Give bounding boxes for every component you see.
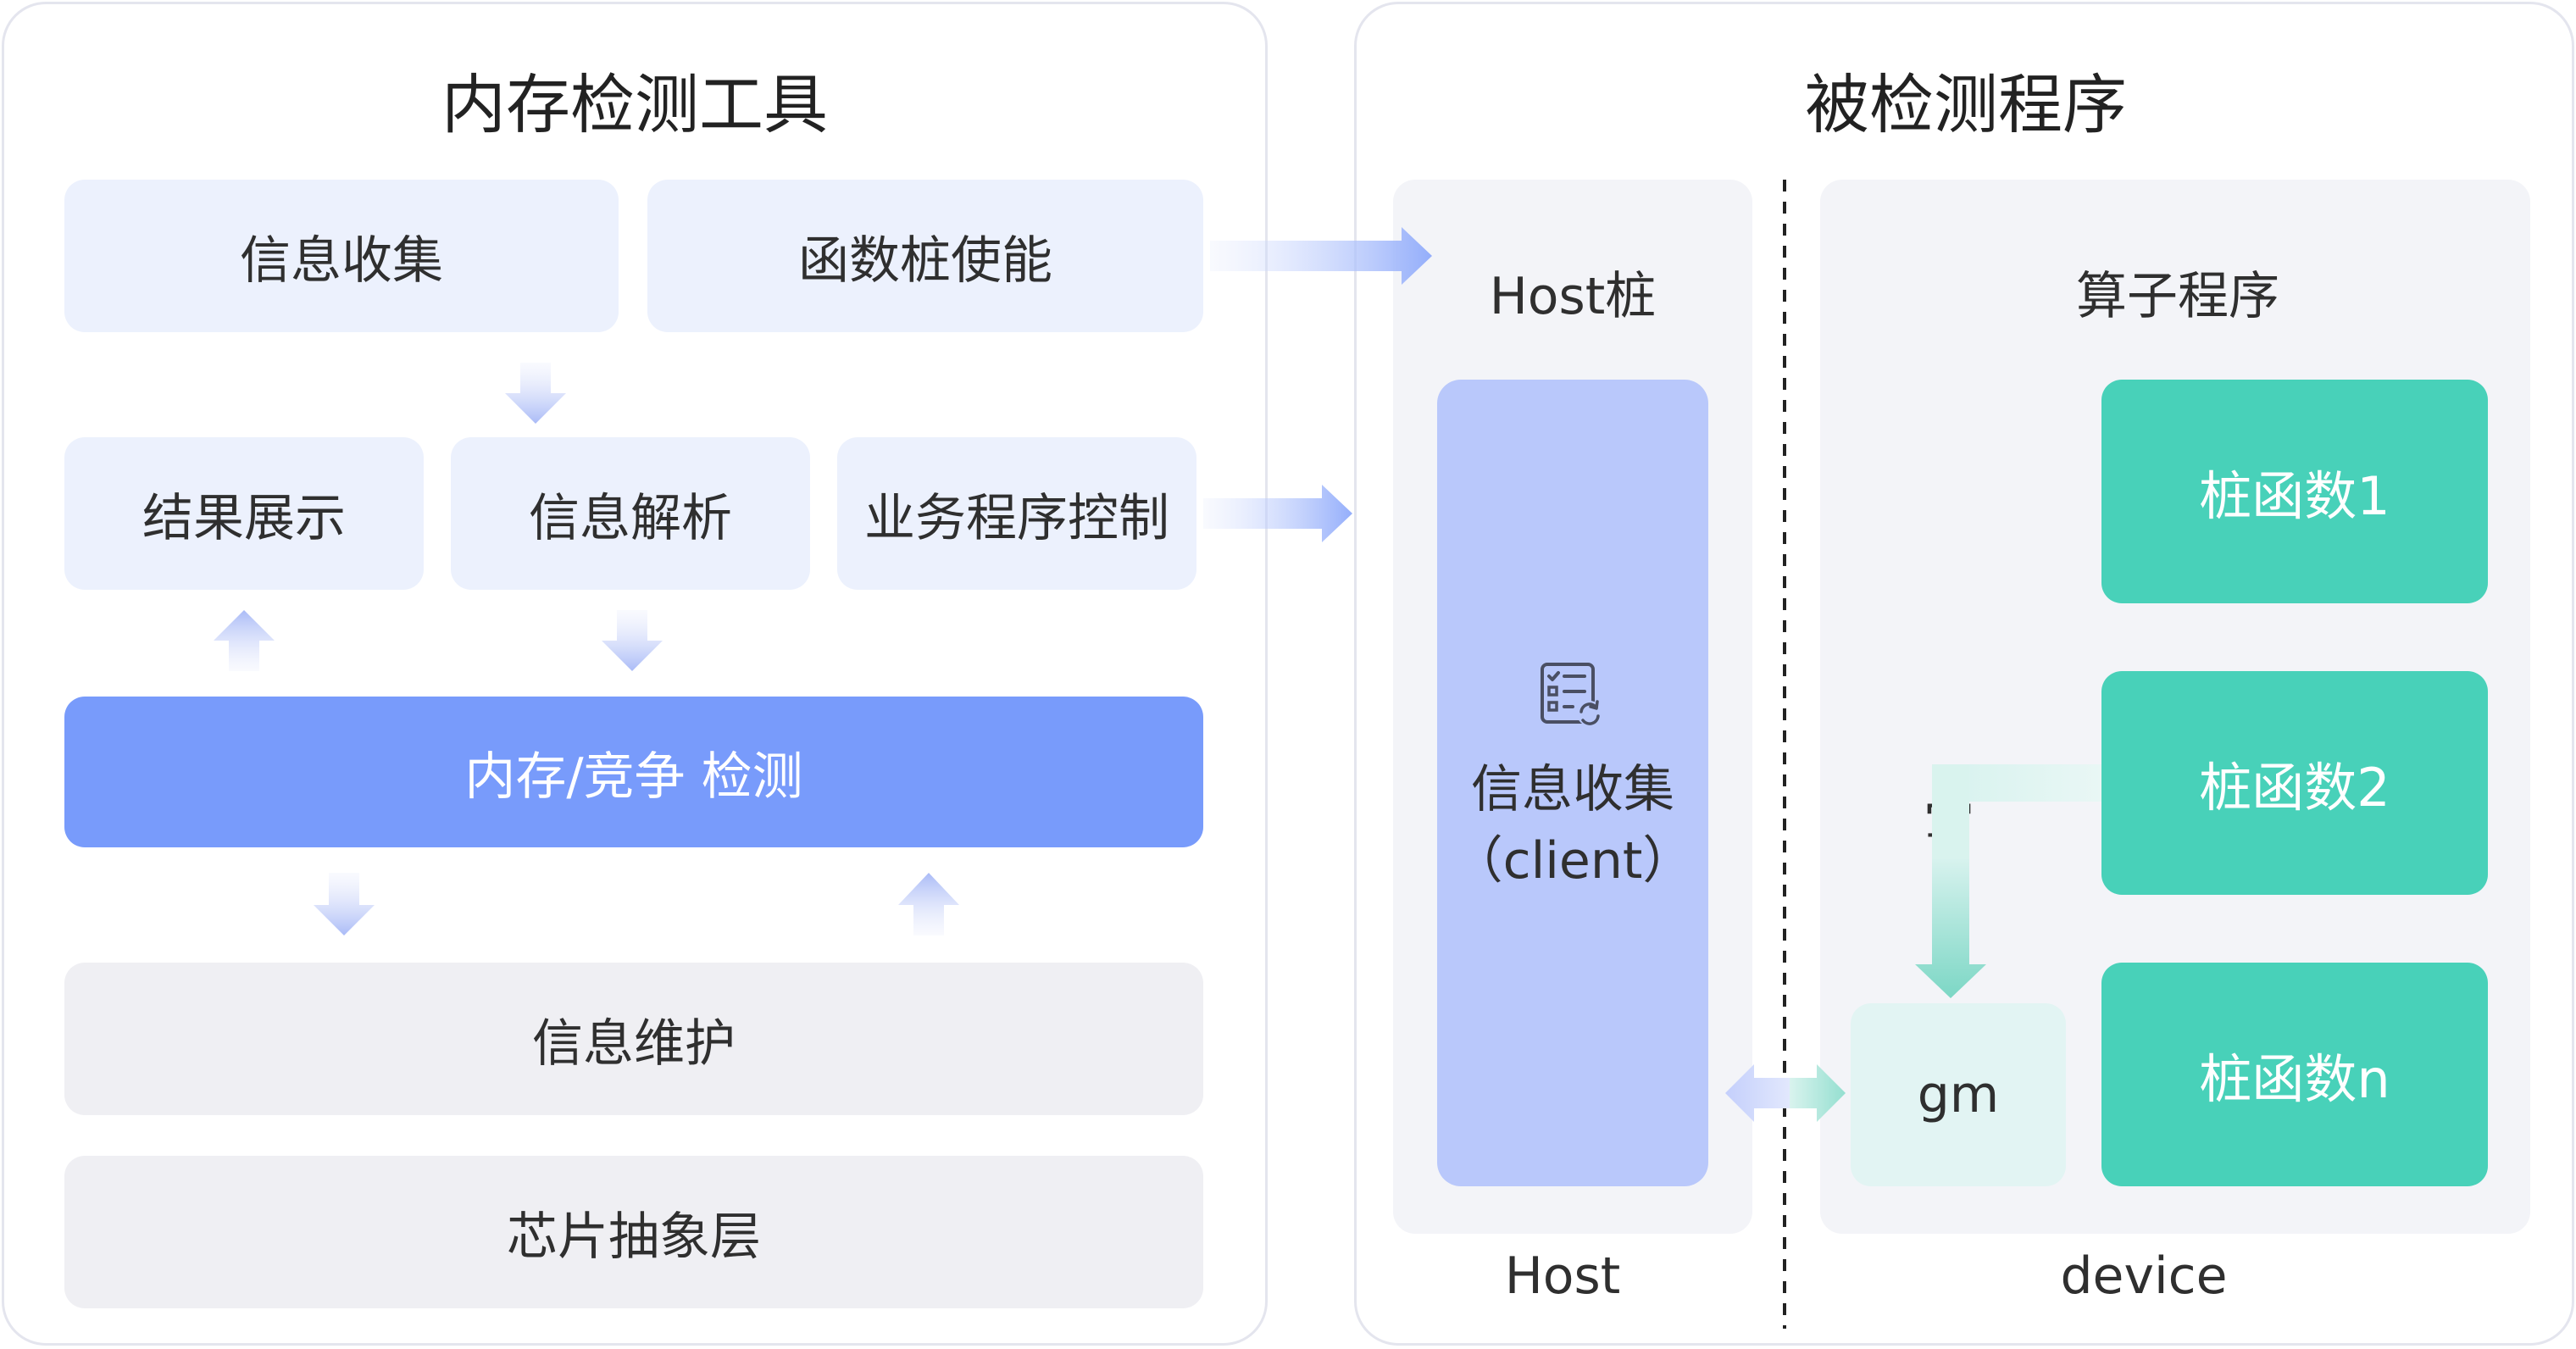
result-show-box: 结果展示 <box>64 437 424 590</box>
stub-function-n: 桩函数n <box>2101 963 2488 1186</box>
arrow-stub-enable-to-host <box>1210 227 1432 285</box>
arrow-detect-to-maintain <box>314 873 375 935</box>
chip-layer-box: 芯片抽象层 <box>64 1156 1203 1308</box>
info-parse-box: 信息解析 <box>451 437 810 590</box>
memory-tool-title: 内存检测工具 <box>441 67 828 142</box>
client-text-line2: （client） <box>1452 831 1694 891</box>
stub-function-1: 桩函数1 <box>2101 380 2488 603</box>
stub-enable-box: 函数桩使能 <box>647 180 1203 332</box>
gm-box: gm <box>1851 1003 2066 1186</box>
info-collect-box: 信息收集 <box>64 180 619 332</box>
target-program-title: 被检测程序 <box>1805 67 2127 142</box>
arrow-client-gm-left <box>1725 1064 1790 1122</box>
arrow-detect-to-result <box>214 610 275 671</box>
arrow-collect-to-parse <box>505 363 566 424</box>
arrow-write-to-gm-head <box>1915 859 1986 998</box>
arrow-write-to-gm <box>1932 764 1969 859</box>
arrow-maintain-to-detect <box>898 873 959 935</box>
client-box <box>1437 380 1708 1186</box>
biz-control-box: 业务程序控制 <box>837 437 1196 590</box>
arrow-parse-to-detect <box>602 610 663 671</box>
stub-function-2: 桩函数2 <box>2101 671 2488 895</box>
device-label: device <box>2060 1246 2228 1306</box>
operator-program-label: 算子程序 <box>2076 267 2279 326</box>
host-label: Host <box>1504 1246 1621 1306</box>
host-stub-label: Host桩 <box>1489 267 1657 326</box>
arrow-biz-control-to-target <box>1203 485 1352 542</box>
arrow-client-gm-right <box>1790 1064 1846 1122</box>
client-text-line1: 信息收集 <box>1471 760 1674 819</box>
detect-box: 内存/竞争 检测 <box>64 697 1203 847</box>
info-maintain-box: 信息维护 <box>64 963 1203 1115</box>
checklist-refresh-icon <box>1541 663 1602 726</box>
